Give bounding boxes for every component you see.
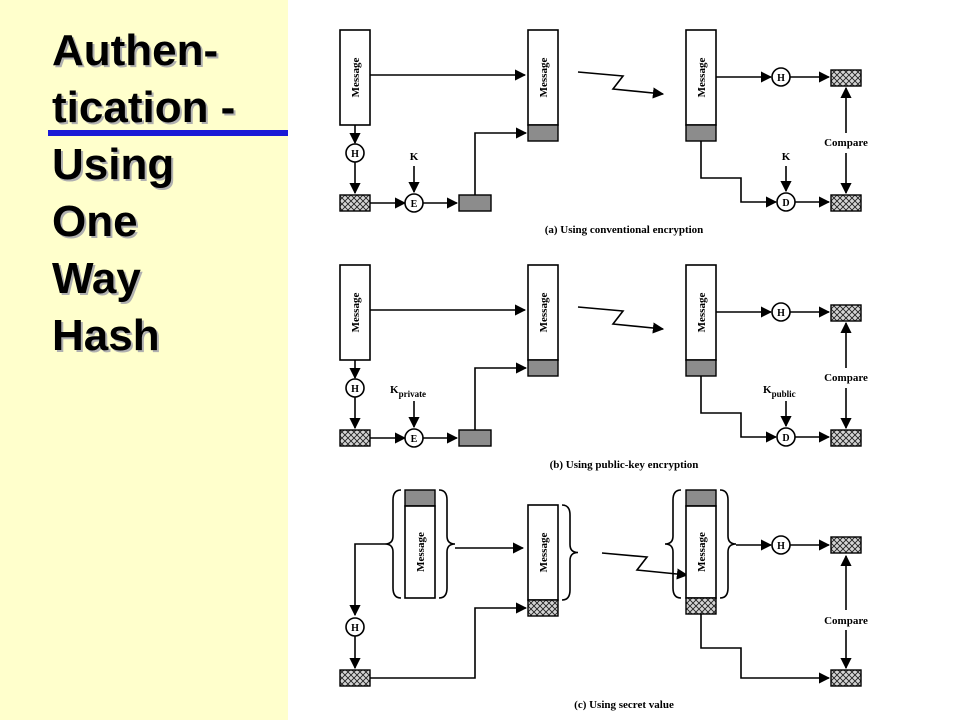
decrypted-hash-block — [830, 429, 862, 447]
receiver-secret-value — [685, 489, 717, 507]
public-key-label: Kpublic — [763, 384, 796, 399]
receiver-hash-function-c-label: H — [777, 541, 785, 552]
title-panel — [0, 0, 288, 720]
sender-right-brace — [438, 489, 456, 599]
message-label: Message — [696, 58, 708, 98]
transmitted-message — [527, 29, 559, 126]
sender-hash-block-c — [339, 669, 371, 687]
sender-hash-block — [339, 194, 371, 212]
sender-left-brace — [384, 489, 402, 599]
encrypted-hash-block — [458, 429, 492, 447]
authenticator-to-decrypt-arrow — [700, 376, 778, 443]
receiver-right-brace — [719, 489, 737, 599]
received-authenticator — [685, 124, 717, 142]
encrypted-hash-block — [458, 194, 492, 212]
authenticator-to-decrypt-arrow — [700, 141, 778, 208]
sender-message — [339, 264, 371, 361]
message-label: Message — [696, 532, 708, 572]
decrypted-hash-block — [830, 194, 862, 212]
received-hash-compare-block — [830, 669, 862, 687]
secret-to-hash-line — [349, 543, 385, 617]
encrypt-function-label: E — [411, 199, 418, 210]
transmission-arrow — [577, 306, 665, 334]
title-line: Using — [52, 140, 175, 189]
sender-hash-function-label: H — [351, 384, 359, 395]
transmitted-hash-block — [527, 599, 559, 617]
private-key-label: Kprivate — [390, 384, 426, 399]
message-label: Message — [350, 293, 362, 333]
sender-hash-function-c-label: H — [351, 623, 359, 634]
computed-hash-block — [830, 304, 862, 322]
compare-label: Compare — [824, 615, 868, 627]
caption-public-key: (b) Using public-key encryption — [550, 459, 699, 471]
title-line: Hash — [52, 311, 160, 360]
received-authenticator — [685, 359, 717, 377]
receiver-hash-function-label: H — [777, 73, 785, 84]
slide-title: Authen- tication - Using One Way Hash — [52, 22, 235, 364]
caption-conventional: (a) Using conventional encryption — [545, 224, 704, 236]
caption-secret-value: (c) Using secret value — [574, 699, 674, 711]
transmitted-right-brace — [561, 504, 579, 601]
title-underline — [48, 130, 288, 136]
receiver-hash-function-label: H — [777, 308, 785, 319]
computed-hash-block — [830, 69, 862, 87]
message-label: Message — [350, 58, 362, 98]
computed-hash-block-c — [830, 536, 862, 554]
transmitted-authenticator — [527, 359, 559, 377]
transmitted-message-c — [527, 504, 559, 601]
received-message — [685, 264, 717, 361]
sender-hash-function-label: H — [351, 149, 359, 160]
transmission-arrow — [577, 71, 665, 99]
compare-label: Compare — [824, 137, 868, 149]
title-line: One — [52, 197, 138, 246]
title-line: tication - — [52, 83, 236, 132]
compare-label: Compare — [824, 372, 868, 384]
sender-message-c — [404, 505, 436, 599]
sender-secret-value — [404, 489, 436, 507]
message-label: Message — [538, 293, 550, 333]
transmitted-authenticator — [527, 124, 559, 142]
decrypt-function-label: D — [782, 433, 789, 444]
sender-message — [339, 29, 371, 126]
message-label: Message — [696, 293, 708, 333]
hash-attach-arrow — [370, 602, 528, 679]
encrypt-function-label: E — [411, 434, 418, 445]
received-message — [685, 29, 717, 126]
title-line: Way — [52, 254, 141, 303]
received-hash-block — [685, 597, 717, 615]
received-hash-to-compare-arrow — [700, 614, 831, 684]
message-label: Message — [415, 532, 427, 572]
transmission-arrow-c — [601, 552, 689, 580]
sender-hash-block — [339, 429, 371, 447]
decrypt-function-label: D — [782, 198, 789, 209]
transmitted-message — [527, 264, 559, 361]
shared-key-label: K — [782, 151, 791, 163]
shared-key-label: K — [410, 151, 419, 163]
authenticator-attach-arrow — [474, 127, 528, 195]
authenticator-attach-arrow — [474, 362, 528, 430]
message-label: Message — [538, 533, 550, 573]
received-message-c — [685, 505, 717, 599]
message-label: Message — [538, 58, 550, 98]
receiver-left-brace — [664, 489, 682, 599]
title-line: Authen- — [52, 26, 219, 75]
